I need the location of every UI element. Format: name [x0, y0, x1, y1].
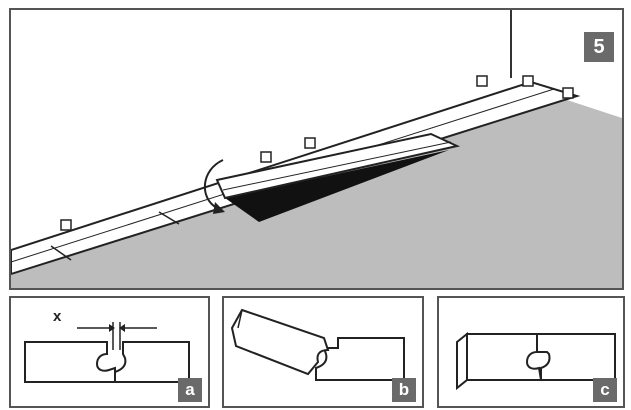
gap-shadow — [225, 150, 449, 222]
plank-edge — [237, 309, 243, 329]
step-number-badge: 5 — [584, 32, 614, 62]
left-plank-profile — [24, 341, 116, 383]
plank-end-face — [456, 331, 468, 391]
main-installation-panel: 5 — [9, 8, 624, 290]
detail-label-b: b — [392, 378, 416, 402]
right-plank-profile — [114, 341, 190, 383]
detail-label-c: c — [593, 378, 617, 402]
fixed-plank-profile — [315, 337, 405, 381]
detail-c-illustration — [456, 331, 616, 391]
spacer-wedges — [60, 75, 574, 231]
right-plank-profile — [536, 333, 616, 381]
spacer-wedge — [60, 219, 72, 231]
detail-label-a: a — [178, 378, 202, 402]
detail-b-illustration — [230, 308, 405, 381]
detail-a-illustration — [24, 322, 190, 383]
spacer-wedge — [562, 87, 574, 99]
push-arrow-left-head — [109, 324, 115, 332]
floor-installation-illustration — [11, 10, 622, 288]
push-arrow-right-head — [119, 324, 125, 332]
plank-joint — [50, 245, 72, 261]
spacer-wedge — [304, 137, 316, 149]
detail-panel-a: x a — [9, 296, 210, 408]
rotation-arrow-head — [213, 202, 225, 214]
dimension-label-x: x — [53, 308, 62, 325]
left-plank-profile — [466, 333, 543, 381]
spacer-wedge — [260, 151, 272, 163]
rotation-arrow — [203, 159, 224, 209]
detail-panel-b: b — [222, 296, 424, 408]
spacer-wedge — [522, 75, 534, 87]
angled-plank-edge — [222, 141, 452, 191]
angled-plank-profile — [230, 308, 330, 376]
spacer-wedge — [476, 75, 488, 87]
plank-joint — [158, 211, 180, 225]
detail-panel-c: c — [437, 296, 625, 408]
